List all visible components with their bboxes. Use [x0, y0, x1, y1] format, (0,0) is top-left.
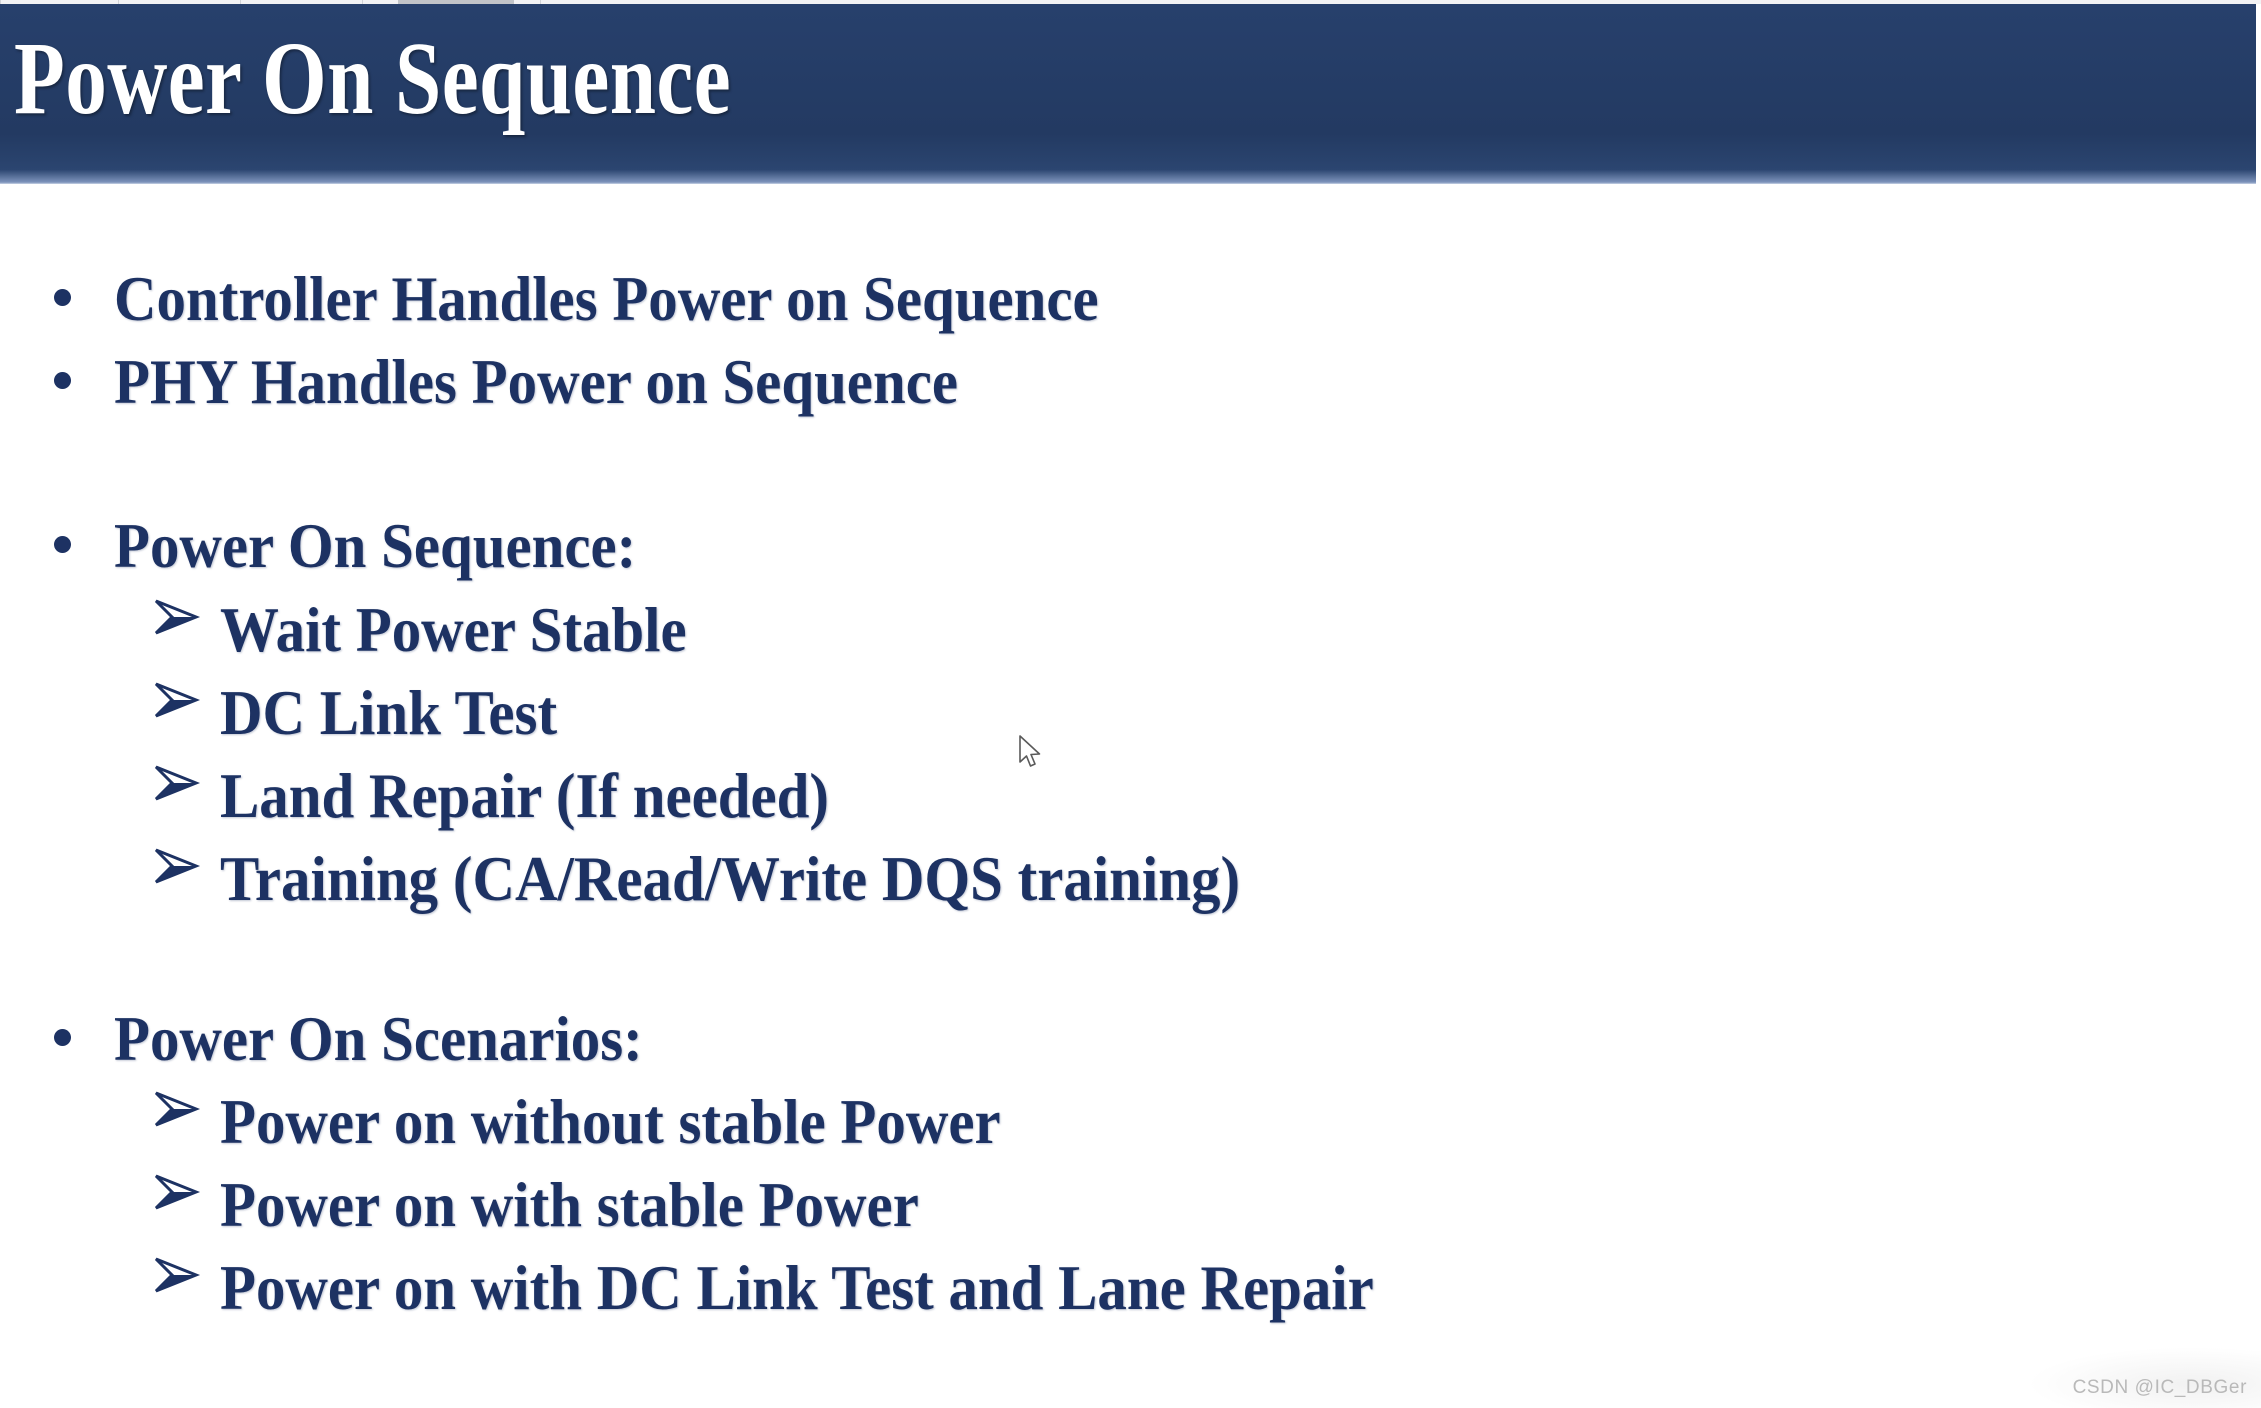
- bullet-dot-icon: [48, 264, 114, 320]
- list-item: Wait Power Stable: [150, 593, 727, 667]
- arrowhead-icon: [150, 1166, 220, 1218]
- arrowhead-icon: [150, 591, 220, 643]
- tab-divider: [118, 0, 119, 4]
- tab-divider: [240, 0, 241, 4]
- arrowhead-icon: [150, 674, 220, 726]
- list-item-label: Power on without stable Power: [220, 1086, 1001, 1157]
- tab-divider: [0, 0, 1, 4]
- list-item: Power on with stable Power: [150, 1168, 980, 1242]
- active-tab[interactable]: [398, 0, 514, 4]
- list-item-label: Power On Sequence:: [114, 510, 637, 581]
- arrowhead-icon: [150, 757, 220, 809]
- page-title: Power On Sequence: [14, 21, 732, 136]
- tab-divider: [540, 0, 541, 4]
- watermark-label: CSDN @IC_DBGer: [2072, 1377, 2247, 1398]
- arrowhead-icon: [150, 1083, 220, 1135]
- list-item: Land Repair (If needed): [150, 759, 882, 833]
- list-item-label: Power on with DC Link Test and Lane Repa…: [220, 1252, 1374, 1323]
- slide-content: Controller Handles Power on Sequence PHY…: [0, 184, 2261, 1408]
- list-item-label: Wait Power Stable: [220, 594, 687, 665]
- list-item: Power on without stable Power: [150, 1085, 1069, 1159]
- bullet-dot-icon: [48, 347, 114, 403]
- list-item: Controller Handles Power on Sequence: [48, 262, 1184, 336]
- list-item-label: Power On Scenarios:: [114, 1003, 643, 1074]
- bullet-dot-icon: [48, 511, 114, 567]
- list-item-label: Controller Handles Power on Sequence: [114, 263, 1099, 334]
- list-item: PHY Handles Power on Sequence: [48, 345, 1031, 419]
- list-item: Power on with DC Link Test and Lane Repa…: [150, 1251, 1474, 1325]
- list-item-label: PHY Handles Power on Sequence: [114, 346, 958, 417]
- browser-tab-strip[interactable]: [0, 0, 2261, 4]
- arrowhead-icon: [150, 840, 220, 892]
- list-item-label: Land Repair (If needed): [220, 760, 830, 831]
- bullet-dot-icon: [48, 1004, 114, 1060]
- list-item: Power On Scenarios:: [48, 1002, 689, 1076]
- list-item-label: Training (CA/Read/Write DQS training): [220, 843, 1241, 914]
- tab-divider: [362, 0, 363, 4]
- list-item: DC Link Test: [150, 676, 586, 750]
- list-item: Power On Sequence:: [48, 509, 682, 583]
- list-item: Training (CA/Read/Write DQS training): [150, 842, 1329, 916]
- slide-title-banner: Power On Sequence: [0, 4, 2256, 184]
- list-item-label: Power on with stable Power: [220, 1169, 919, 1240]
- arrowhead-icon: [150, 1249, 220, 1301]
- list-item-label: DC Link Test: [220, 677, 558, 748]
